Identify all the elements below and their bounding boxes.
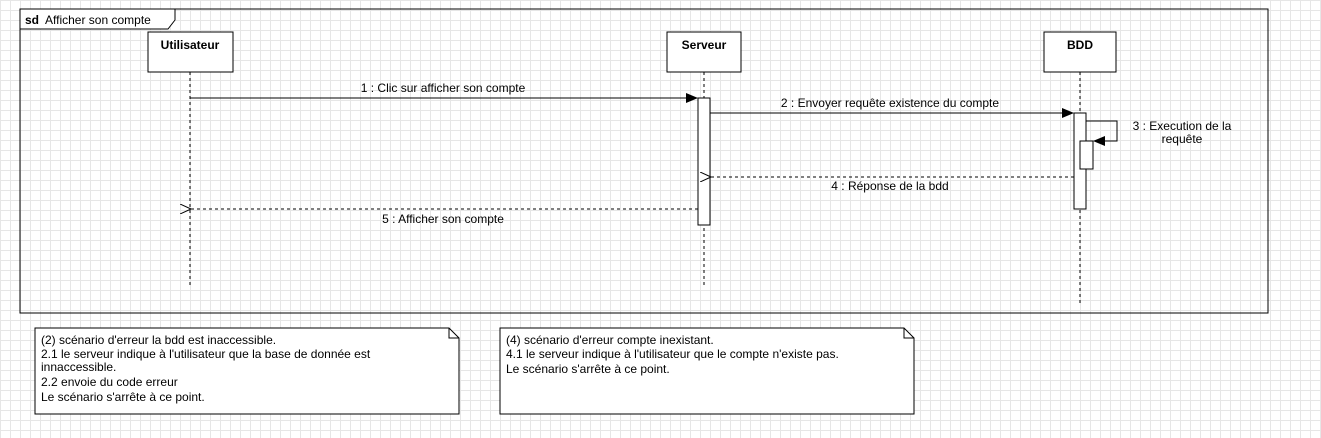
message-2[interactable]: 2 : Envoyer requête existence du compte [710, 96, 1074, 118]
lifeline-head-serveur[interactable] [666, 31, 742, 73]
message-4-label: 4 : Réponse de la bdd [831, 179, 948, 193]
lifeline-head-bdd[interactable] [1043, 31, 1117, 73]
note-1[interactable]: (2) scénario d'erreur la bdd est inacces… [34, 327, 460, 415]
lifeline-label-serveur: Serveur [682, 38, 727, 52]
message-4[interactable]: 4 : Réponse de la bdd [711, 177, 1074, 193]
activation-bar-bdd-nested[interactable] [1079, 140, 1094, 170]
message-3-label-line1: 3 : Execution de la [1133, 119, 1232, 133]
message-1[interactable]: 1 : Clic sur afficher son compte [190, 81, 698, 103]
note-2-fold [903, 328, 914, 339]
note-2[interactable]: (4) scénario d'erreur compte inexistant.… [499, 327, 915, 415]
note-2-body[interactable] [499, 327, 915, 415]
note-1-line-1: (2) scénario d'erreur la bdd est inacces… [41, 333, 276, 347]
lifeline-label-bdd: BDD [1067, 38, 1093, 52]
message-2-label: 2 : Envoyer requête existence du compte [781, 96, 999, 110]
message-5[interactable]: 5 : Afficher son compte [191, 209, 698, 226]
message-1-label: 1 : Clic sur afficher son compte [361, 81, 526, 95]
message-3-label-line2: requête [1162, 132, 1203, 146]
message-5-label: 5 : Afficher son compte [382, 212, 504, 226]
lifeline-bdd: BDD [1043, 31, 1117, 305]
note-1-line-2: 2.1 le serveur indique à l'utilisateur q… [41, 347, 371, 361]
note-2-line-1: (4) scénario d'erreur compte inexistant. [506, 333, 714, 347]
message-3-arrow[interactable] [1086, 120, 1118, 146]
lifeline-utilisateur: Utilisateur [147, 31, 234, 286]
lifeline-label-utilisateur: Utilisateur [161, 38, 220, 52]
note-2-line-3: Le scénario s'arrête à ce point. [506, 362, 670, 376]
note-1-fold [448, 328, 459, 339]
note-1-line-3: innaccessible. [41, 360, 116, 374]
message-3[interactable]: 3 : Execution de la requête [1086, 119, 1232, 146]
note-1-body[interactable] [34, 327, 460, 415]
activation-bar-serveur[interactable] [697, 97, 711, 226]
frame-label-tab [19, 8, 176, 30]
note-1-line-4: 2.2 envoie du code erreur [41, 375, 178, 389]
lifeline-head-utilisateur[interactable] [147, 31, 234, 73]
note-2-line-2: 4.1 le serveur indique à l'utilisateur q… [506, 347, 839, 361]
frame-title: Afficher son compte [45, 13, 151, 27]
frame-keyword: sd [25, 13, 39, 27]
lifeline-serveur: Serveur [666, 31, 742, 286]
note-1-line-5: Le scénario s'arrête à ce point. [41, 390, 205, 404]
sequence-frame: sd Afficher son compte [19, 8, 1269, 314]
